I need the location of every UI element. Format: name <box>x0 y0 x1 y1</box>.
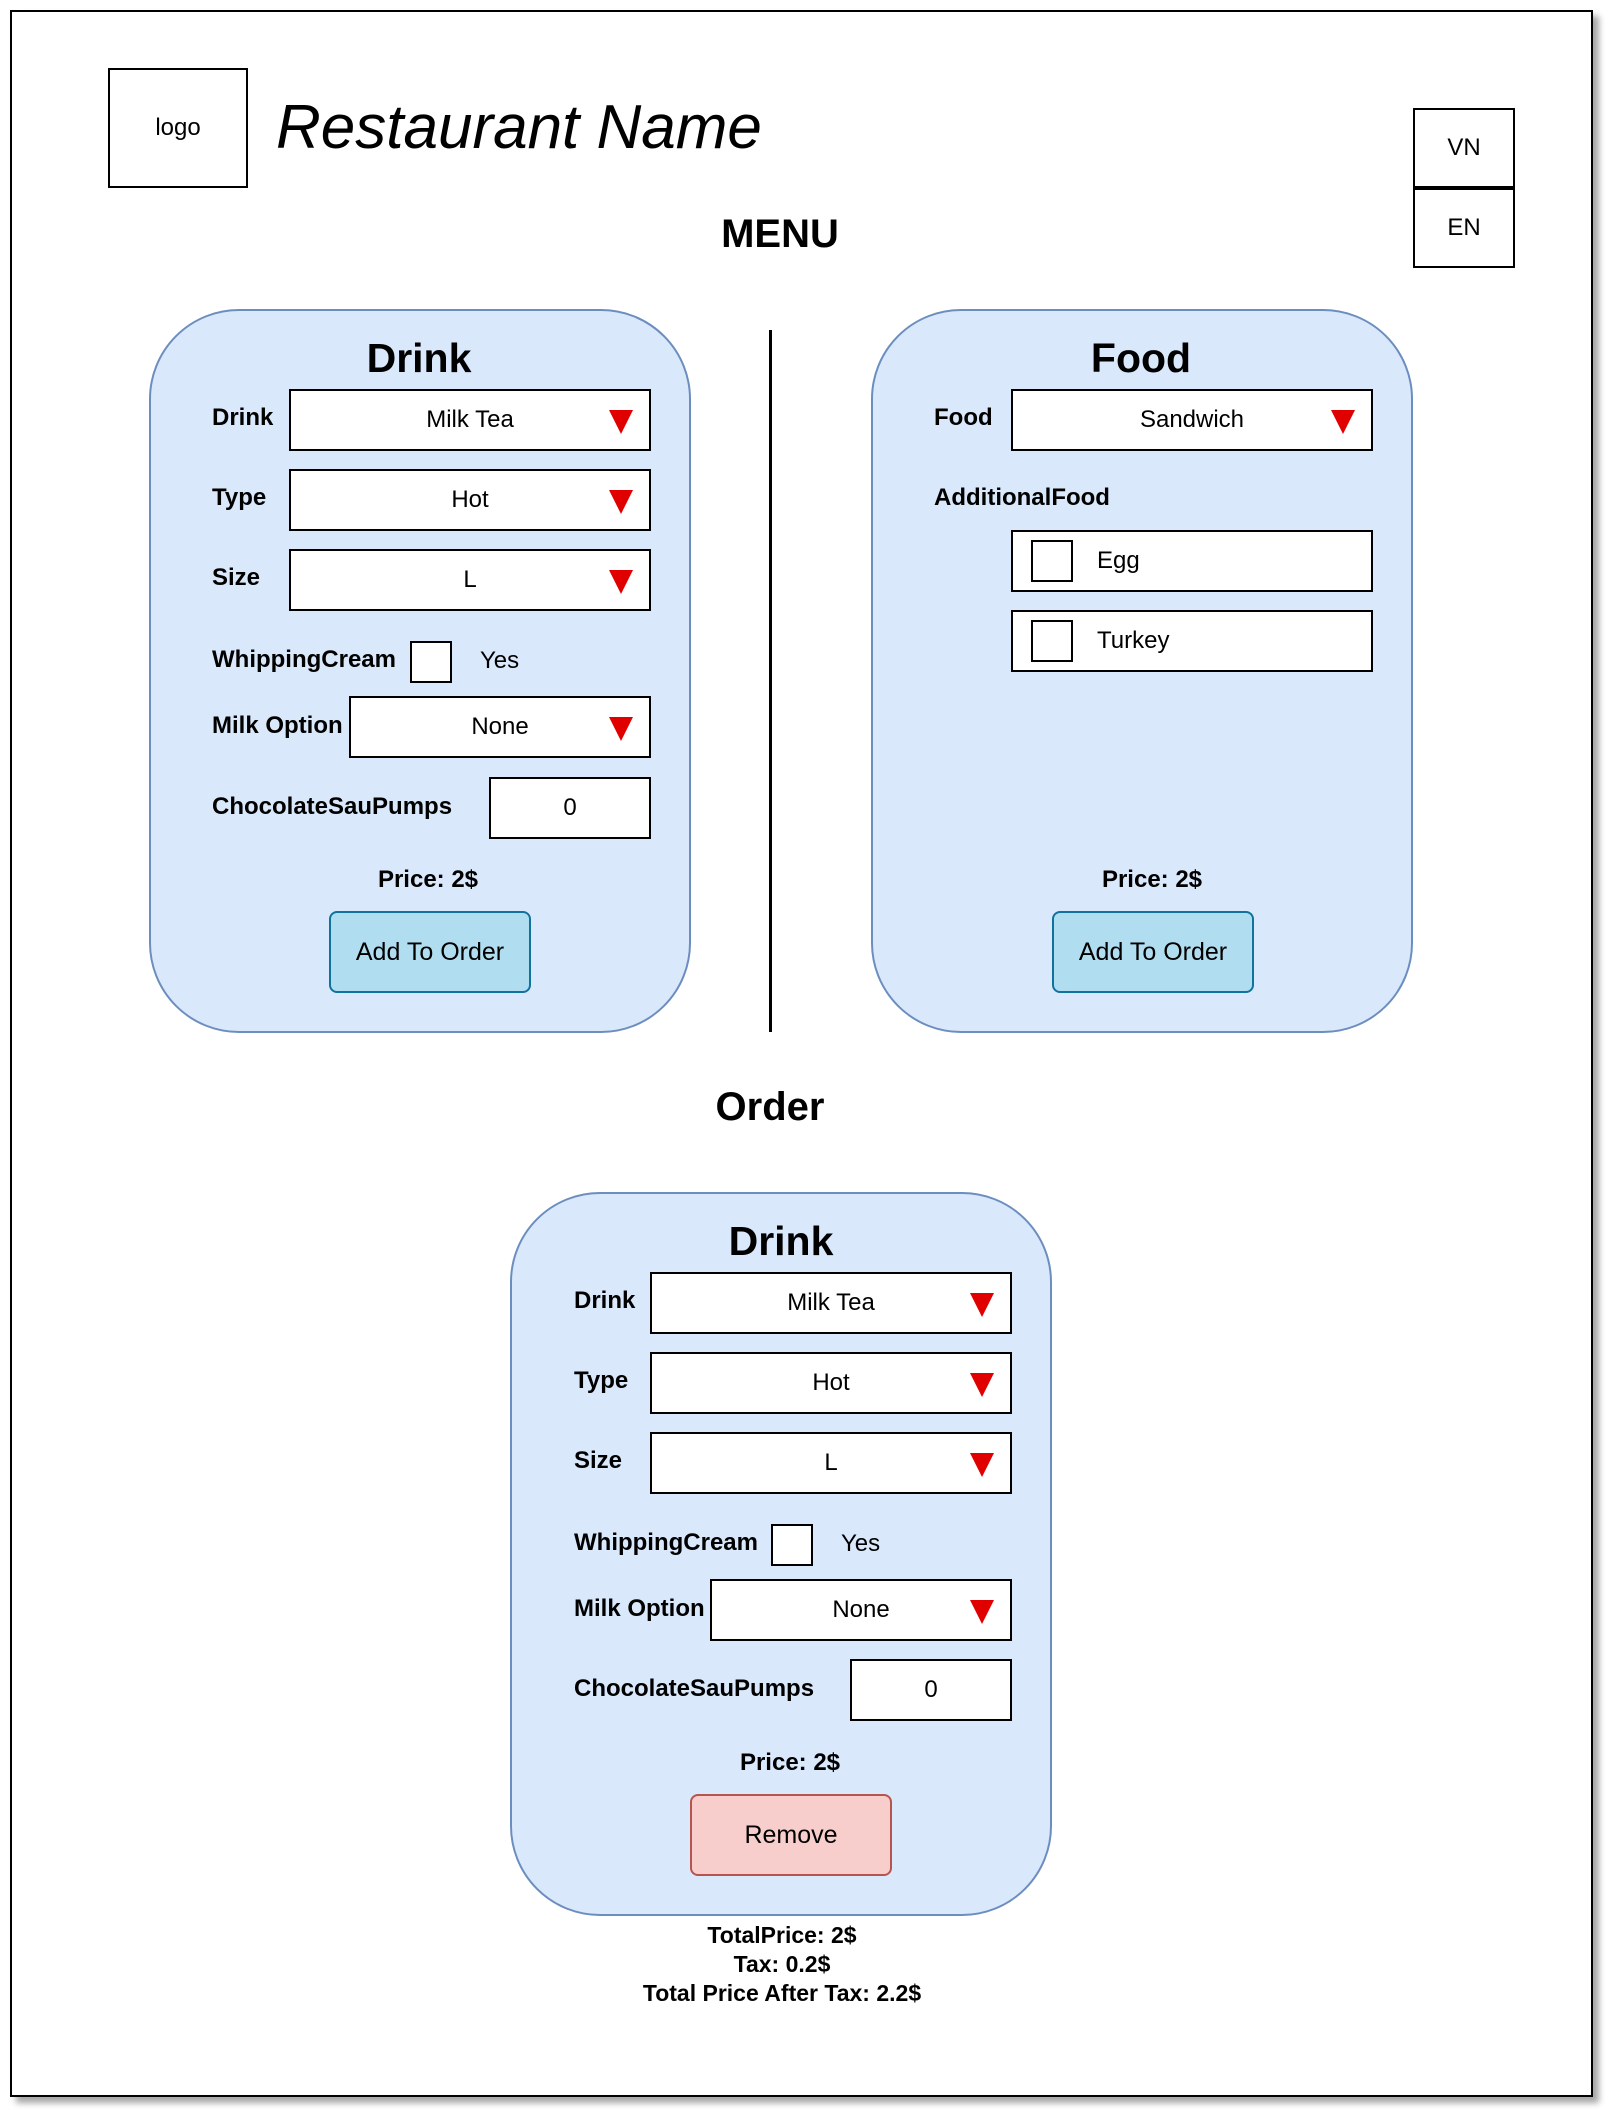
order-whipping-cream-checkbox[interactable] <box>771 1524 813 1566</box>
type-label: Type <box>212 484 267 511</box>
chocolate-pumps-label: ChocolateSauPumps <box>212 793 453 820</box>
menu-title: MENU <box>721 212 839 256</box>
food-label: Food <box>934 404 993 431</box>
dropdown-arrow-icon <box>970 1600 994 1624</box>
food-select-value: Sandwich <box>1139 406 1245 433</box>
size-select[interactable]: L <box>289 549 651 611</box>
milk-option-value: None <box>471 713 529 740</box>
drink-select-value: Milk Tea <box>426 406 514 433</box>
menu-drink-price: Price: 2$ <box>377 866 479 893</box>
order-size-select[interactable]: L <box>650 1432 1012 1494</box>
tax: Tax: 0.2$ <box>733 1951 831 1977</box>
type-select-value: Hot <box>451 486 489 513</box>
order-whipping-cream-yes-label: Yes <box>841 1530 881 1557</box>
whipping-cream-label: WhippingCream <box>212 646 396 673</box>
additional-food-label: AdditionalFood <box>934 484 1110 511</box>
add-food-to-order-button[interactable]: Add To Order <box>1052 911 1254 993</box>
remove-button[interactable]: Remove <box>690 1794 892 1876</box>
dropdown-arrow-icon <box>609 490 633 514</box>
order-size-label: Size <box>574 1447 623 1474</box>
logo-label: logo <box>155 114 201 141</box>
chocolate-pumps-value: 0 <box>563 794 577 821</box>
order-size-select-value: L <box>824 1449 838 1476</box>
menu-divider <box>769 330 772 1032</box>
milk-option-label: Milk Option <box>212 712 343 739</box>
total-price-after-tax: Total Price After Tax: 2.2$ <box>642 1980 922 2006</box>
drink-select[interactable]: Milk Tea <box>289 389 651 451</box>
dropdown-arrow-icon <box>970 1373 994 1397</box>
order-chocolate-pumps-input[interactable]: 0 <box>850 1659 1012 1721</box>
menu-food-price: Price: 2$ <box>1101 866 1203 893</box>
dropdown-arrow-icon <box>1331 410 1355 434</box>
chocolate-pumps-input[interactable]: 0 <box>489 777 651 839</box>
dropdown-arrow-icon <box>609 570 633 594</box>
dropdown-arrow-icon <box>970 1453 994 1477</box>
egg-checkbox[interactable] <box>1031 540 1073 582</box>
food-select[interactable]: Sandwich <box>1011 389 1373 451</box>
order-type-select-value: Hot <box>812 1369 850 1396</box>
order-chocolate-pumps-value: 0 <box>924 1676 938 1703</box>
logo: logo <box>108 68 248 188</box>
menu-food-card-title: Food <box>1090 335 1192 381</box>
egg-label: Egg <box>1097 547 1140 574</box>
language-button-vn[interactable]: VN <box>1413 108 1515 188</box>
order-drink-label: Drink <box>574 1287 636 1314</box>
size-label: Size <box>212 564 261 591</box>
total-price: TotalPrice: 2$ <box>707 1922 857 1948</box>
size-select-value: L <box>463 566 477 593</box>
order-whipping-cream-label: WhippingCream <box>574 1529 758 1556</box>
additional-food-egg[interactable]: Egg <box>1011 530 1373 592</box>
whipping-cream-checkbox[interactable] <box>410 641 452 683</box>
dropdown-arrow-icon <box>609 717 633 741</box>
order-drink-select[interactable]: Milk Tea <box>650 1272 1012 1334</box>
menu-drink-card-title: Drink <box>366 335 472 381</box>
order-chocolate-pumps-label: ChocolateSauPumps <box>574 1675 815 1702</box>
order-drink-price: Price: 2$ <box>739 1749 841 1776</box>
turkey-label: Turkey <box>1097 627 1170 654</box>
drink-label: Drink <box>212 404 274 431</box>
order-type-select[interactable]: Hot <box>650 1352 1012 1414</box>
order-milk-option-label: Milk Option <box>574 1595 705 1622</box>
order-milk-option-select[interactable]: None <box>710 1579 1012 1641</box>
order-milk-option-value: None <box>832 1596 890 1623</box>
order-drink-card-title: Drink <box>728 1218 834 1264</box>
dropdown-arrow-icon <box>970 1293 994 1317</box>
add-drink-to-order-button[interactable]: Add To Order <box>329 911 531 993</box>
order-type-label: Type <box>574 1367 629 1394</box>
dropdown-arrow-icon <box>609 410 633 434</box>
additional-food-turkey[interactable]: Turkey <box>1011 610 1373 672</box>
order-totals: TotalPrice: 2$ Tax: 0.2$ Total Price Aft… <box>643 1921 921 2008</box>
type-select[interactable]: Hot <box>289 469 651 531</box>
turkey-checkbox[interactable] <box>1031 620 1073 662</box>
milk-option-select[interactable]: None <box>349 696 651 758</box>
language-button-en[interactable]: EN <box>1413 188 1515 268</box>
whipping-cream-yes-label: Yes <box>480 647 520 674</box>
restaurant-name: Restaurant Name <box>276 93 762 162</box>
order-drink-select-value: Milk Tea <box>787 1289 875 1316</box>
order-title: Order <box>715 1085 825 1129</box>
